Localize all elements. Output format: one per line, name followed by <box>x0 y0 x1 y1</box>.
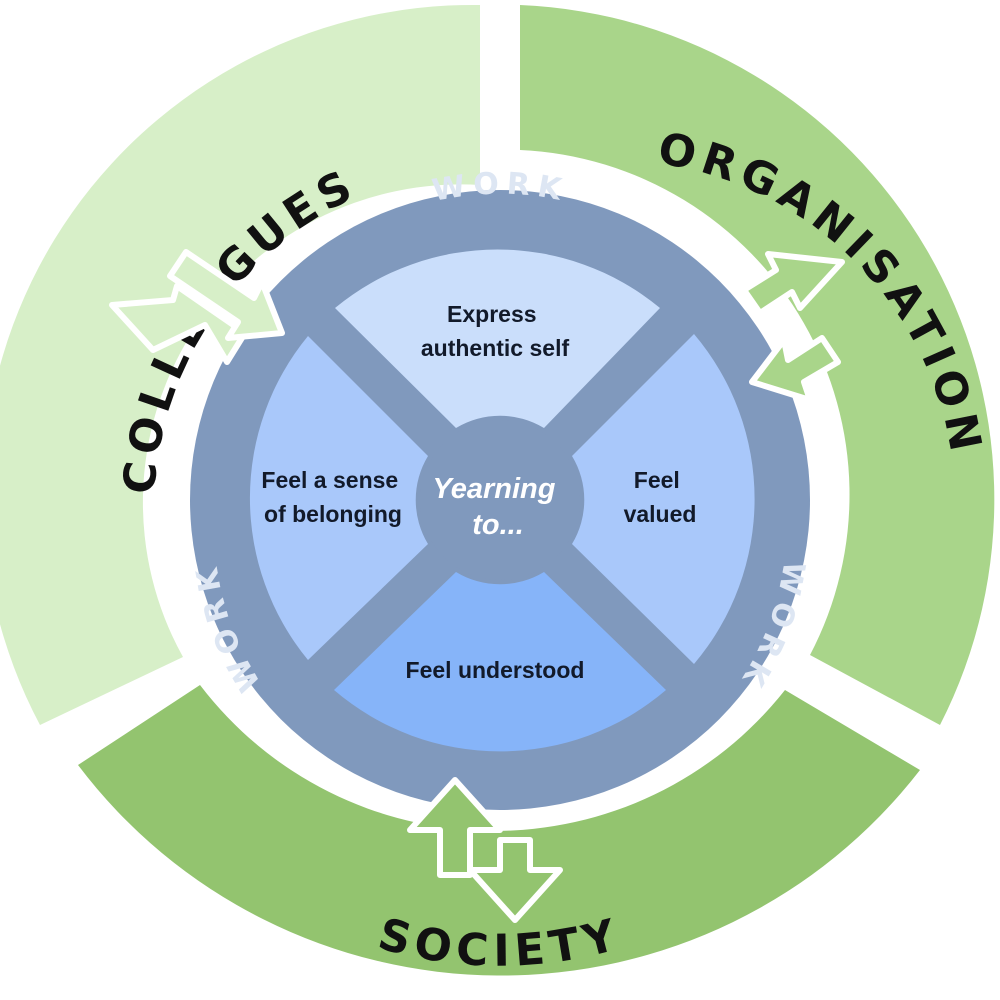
quadrant-feel-valued <box>572 334 755 664</box>
belonging-line-1: Feel a sense <box>261 467 398 493</box>
arrow-from-organisation-icon <box>749 335 841 403</box>
quadrant-express-authentic-self <box>335 249 660 428</box>
arrow-to-colleagues-icon <box>109 283 248 365</box>
quadrant-feel-understood <box>334 572 666 752</box>
yearning-to-text: Yearning to... <box>432 473 563 541</box>
express-authentic-self-text: Express authentic self <box>421 301 570 361</box>
colleagues-segment <box>0 4 480 725</box>
belonging-line-2: of belonging <box>264 501 402 527</box>
arrows <box>109 249 845 923</box>
valued-line-2: valued <box>624 501 697 527</box>
feel-a-sense-of-belonging-text: Feel a sense of belonging <box>261 467 404 527</box>
hub-line-2: to... <box>472 509 524 541</box>
organisation-segment <box>520 5 995 725</box>
feel-valued-text: Feel valued <box>624 467 697 527</box>
valued-line-1: Feel <box>634 467 680 493</box>
outer-ring <box>0 4 995 976</box>
understood-line-1: Feel understood <box>406 657 585 683</box>
arrow-to-society-icon <box>467 837 563 923</box>
hub-line-1: Yearning <box>432 473 555 505</box>
quadrants <box>249 249 755 752</box>
arrow-from-colleagues-icon <box>167 249 285 341</box>
society-segment <box>78 685 920 976</box>
express-line-1: Express <box>447 301 537 327</box>
hub-circle <box>420 420 580 580</box>
arrow-from-society-icon <box>407 777 503 878</box>
feel-understood-text: Feel understood <box>406 657 585 683</box>
arrow-to-organisation-icon <box>741 251 845 316</box>
quadrant-feel-a-sense-of-belonging <box>249 336 428 660</box>
express-line-2: authentic self <box>421 335 570 361</box>
